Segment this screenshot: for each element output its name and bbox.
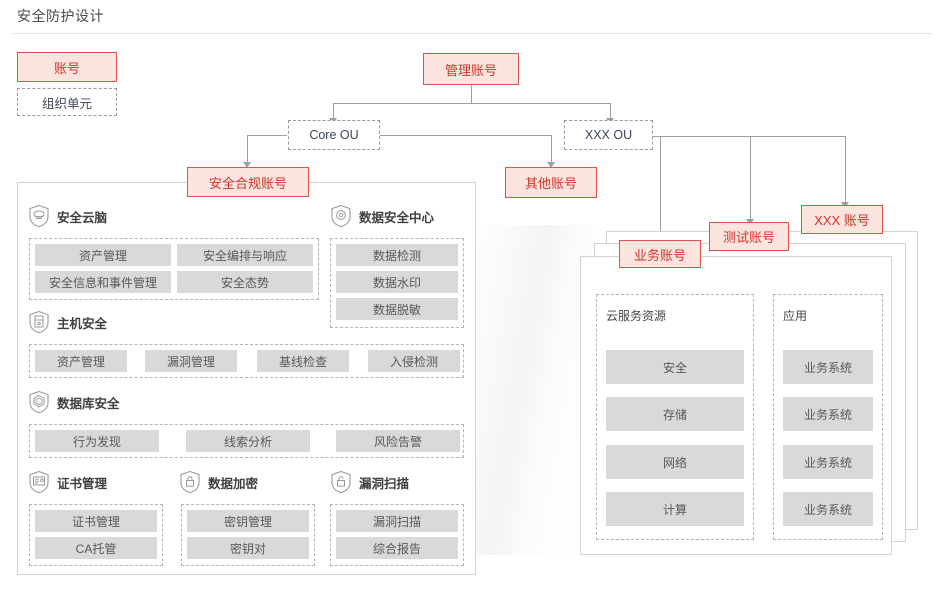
section-title: 主机安全 [57, 316, 108, 331]
section-title: 证书管理 [57, 476, 108, 491]
node-xxx-ou[interactable]: XXX OU [564, 120, 653, 150]
group-title-cloud-resources: 云服务资源 [606, 309, 667, 323]
chip-cloud-network[interactable]: 网络 [606, 445, 744, 479]
shield-brain-icon [28, 204, 50, 228]
chip-cloud-security[interactable]: 安全 [606, 350, 744, 384]
node-other-account[interactable]: 其他账号 [505, 167, 597, 198]
section-title: 安全云脑 [57, 210, 108, 225]
chip-siem[interactable]: 安全信息和事件管理 [35, 271, 171, 293]
connector-other-account-down [551, 135, 552, 164]
connector-xxx-account-down [845, 136, 846, 204]
connector-xxx-ou-bus [653, 136, 845, 137]
section-header-data-security-center: 数据安全中心 [330, 204, 434, 228]
connector-security-account-down [247, 135, 248, 164]
section-header-certificate-management: 证书管理 [28, 470, 107, 494]
chip-vulnerability-management[interactable]: 漏洞管理 [145, 350, 237, 372]
connector-root-down [471, 85, 472, 103]
chip-business-system-1[interactable]: 业务系统 [783, 350, 873, 384]
shield-database-icon [28, 390, 50, 414]
chip-key-pair[interactable]: 密钥对 [187, 537, 309, 559]
section-group-certificate-management [29, 504, 163, 566]
chip-data-detection[interactable]: 数据检测 [336, 244, 458, 266]
chip-data-masking[interactable]: 数据脱敏 [336, 298, 458, 320]
chip-security-posture[interactable]: 安全态势 [177, 271, 313, 293]
section-header-vulnerability-scan: 漏洞扫描 [330, 470, 409, 494]
connector-core-ou-down [333, 103, 334, 120]
section-group-database-security [29, 424, 464, 458]
section-group-host-security [29, 344, 464, 378]
chip-clue-analysis[interactable]: 线索分析 [186, 430, 310, 452]
section-group-data-encryption [181, 504, 315, 566]
connector-core-ou-right [380, 135, 551, 136]
chip-business-system-4[interactable]: 业务系统 [783, 492, 873, 526]
connector-test-account-down [750, 136, 751, 221]
chip-vulnerability-scan[interactable]: 漏洞扫描 [336, 510, 458, 532]
chip-asset-management[interactable]: 资产管理 [35, 244, 171, 266]
chip-risk-alert[interactable]: 风险告警 [336, 430, 460, 452]
chip-comprehensive-report[interactable]: 综合报告 [336, 537, 458, 559]
node-test-account[interactable]: 测试账号 [709, 222, 789, 251]
section-title: 数据库安全 [57, 396, 120, 411]
connector-root-bus [333, 103, 610, 104]
chip-key-management[interactable]: 密钥管理 [187, 510, 309, 532]
chip-host-asset-management[interactable]: 资产管理 [35, 350, 127, 372]
section-group-cloud-brain [29, 238, 319, 300]
chip-data-watermark[interactable]: 数据水印 [336, 271, 458, 293]
shield-host-icon [28, 310, 50, 334]
shield-scan-icon [330, 470, 352, 494]
connector-xxx-ou-down [610, 103, 611, 120]
node-root-management-account[interactable]: 管理账号 [423, 53, 519, 85]
chip-business-system-3[interactable]: 业务系统 [783, 445, 873, 479]
chip-cloud-compute[interactable]: 计算 [606, 492, 744, 526]
chip-behavior-discovery[interactable]: 行为发现 [35, 430, 159, 452]
chip-intrusion-detection[interactable]: 入侵检测 [368, 350, 460, 372]
section-header-database-security: 数据库安全 [28, 390, 120, 414]
page-title: 安全防护设计 [17, 8, 104, 24]
group-cloud-resources [596, 294, 754, 540]
node-security-compliance-account[interactable]: 安全合规账号 [187, 167, 309, 197]
connector-core-ou-left [247, 135, 287, 136]
section-group-vulnerability-scan [330, 504, 464, 566]
arrow-security-account [243, 162, 251, 168]
node-xxx-account[interactable]: XXX 账号 [801, 205, 883, 234]
section-header-cloud-brain: 安全云脑 [28, 204, 107, 228]
legend-org-unit-box: 组织单元 [17, 88, 117, 116]
section-title: 漏洞扫描 [359, 476, 410, 491]
section-title: 数据安全中心 [359, 210, 435, 225]
chip-certificate-management[interactable]: 证书管理 [35, 510, 157, 532]
arrow-other-account [547, 162, 555, 168]
section-group-data-security-center [330, 238, 464, 328]
group-applications [773, 294, 883, 540]
connector-business-account-down [660, 136, 661, 240]
node-core-ou[interactable]: Core OU [288, 120, 380, 150]
legend-account-box: 账号 [17, 52, 117, 82]
section-header-data-encryption: 数据加密 [179, 470, 258, 494]
shield-lock-icon [179, 470, 201, 494]
shield-data-center-icon [330, 204, 352, 228]
title-divider [12, 33, 931, 34]
chip-business-system-2[interactable]: 业务系统 [783, 397, 873, 431]
node-business-account[interactable]: 业务账号 [619, 240, 701, 268]
chip-cloud-storage[interactable]: 存储 [606, 397, 744, 431]
group-title-applications: 应用 [783, 309, 808, 323]
chip-baseline-check[interactable]: 基线检查 [257, 350, 349, 372]
section-title: 数据加密 [208, 476, 259, 491]
shield-certificate-icon [28, 470, 50, 494]
chip-ca-hosting[interactable]: CA托管 [35, 537, 157, 559]
section-header-host-security: 主机安全 [28, 310, 107, 334]
chip-security-orchestration[interactable]: 安全编排与响应 [177, 244, 313, 266]
